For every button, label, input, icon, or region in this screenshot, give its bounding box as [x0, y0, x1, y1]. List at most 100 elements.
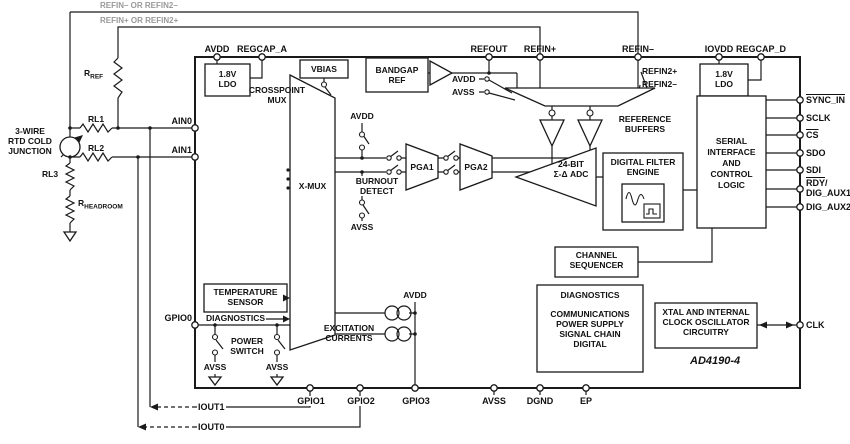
- pin-sclk: [796, 114, 804, 122]
- diagnostics-line2: POWER SUPPLY: [556, 319, 624, 329]
- pin-gpio1: [306, 384, 314, 392]
- pga2-label: PGA2: [464, 162, 488, 172]
- reference-buffer-1: [538, 119, 566, 148]
- xmux-shape: [289, 73, 336, 351]
- pin-label-rdy: RDY/: [806, 178, 828, 188]
- refmux-avdd-label: AVDD: [452, 74, 476, 84]
- excitation-line1: EXCITATION: [323, 323, 375, 333]
- serial-line5: LOGIC: [718, 180, 745, 190]
- filter-line2: ENGINE: [626, 167, 660, 177]
- pin-label-ain1: AIN1: [171, 145, 192, 155]
- external-refin2-plus-label: REFIN+ OR REFIN2+: [100, 16, 179, 25]
- power-switch-line1: POWER: [230, 336, 264, 346]
- serial-line4: CONTROL: [710, 169, 753, 179]
- diagnostics-small-label: DIAGNOSTICS: [206, 313, 266, 323]
- pin-avdd: [213, 53, 221, 61]
- pin-label-avss-bottom: AVSS: [482, 396, 506, 406]
- pin-label-gpio0: GPIO0: [164, 313, 192, 323]
- diagnostics-line1: COMMUNICATIONS: [550, 309, 630, 319]
- pin-label-refin-plus: REFIN+: [523, 44, 557, 54]
- switch2-avss-label: AVSS: [265, 362, 289, 372]
- switch-contacts: [211, 76, 594, 356]
- switch-flippers: [389, 150, 456, 172]
- label-iout0: IOUT0: [197, 422, 226, 432]
- ldo-digital-box: [699, 63, 749, 97]
- burnout-avdd-label: AVDD: [350, 111, 374, 121]
- vbias-label: VBIAS: [311, 64, 337, 74]
- ldo-a-line2: LDO: [218, 79, 237, 89]
- label-rl1: RL1: [88, 114, 105, 124]
- reference-sense-wires: [69, 11, 639, 128]
- pin-clk: [796, 321, 804, 329]
- label-rheadroom: RHEADROOM: [78, 198, 123, 211]
- switches-and-dots: [68, 71, 794, 431]
- pin-label-dig-aux2: DIG_AUX2: [806, 202, 850, 212]
- bandgap-buffer-amp: [429, 59, 454, 87]
- reference-buffer-2: [576, 119, 604, 148]
- pin-dig-aux2: [796, 203, 804, 211]
- label-rl2: RL2: [88, 143, 105, 153]
- xtal-oscillator-box: [654, 302, 758, 349]
- excitation-line2: CURRENTS: [325, 333, 373, 343]
- power-switch-line2: SWITCH: [230, 346, 264, 356]
- component-shapes: [59, 57, 767, 387]
- label-rl3: RL3: [42, 169, 59, 179]
- burnout-line1: BURNOUT: [352, 176, 402, 186]
- pin-gpio3: [411, 384, 419, 392]
- temp-sensor-line1: TEMPERATURE: [213, 287, 278, 297]
- pin-label-refin-minus: REFIN–: [621, 44, 654, 54]
- burnout-avss-label: AVSS: [350, 222, 374, 232]
- digital-pin-wires: [638, 99, 800, 326]
- pin-label-sync-in: SYNC_IN: [806, 95, 846, 105]
- clk-left-arrowhead: [759, 321, 767, 329]
- gpio0-switch-wires: [195, 297, 290, 377]
- pin-refout: [485, 53, 493, 61]
- pin-rdy-dig-aux1: [796, 185, 804, 193]
- diagnostics-line4: DIGITAL: [573, 339, 607, 349]
- vbias-box: [299, 59, 349, 79]
- ground-symbol-headroom: [62, 231, 78, 243]
- diagnostics-box: [536, 284, 644, 373]
- junction-dots: [68, 71, 491, 336]
- burnout-line2: DETECT: [352, 186, 402, 196]
- adc-line2: Σ-Δ ADC: [553, 169, 589, 179]
- pin-iovdd: [715, 53, 723, 61]
- serial-line2: INTERFACE: [707, 147, 756, 157]
- diagnostics-line3: SIGNAL CHAIN: [559, 329, 621, 339]
- clk-right-arrowhead: [786, 321, 794, 329]
- iout1-arrowhead: [150, 403, 158, 411]
- filter-step-box: [643, 203, 661, 219]
- pin-label-cs: CS: [806, 130, 819, 140]
- pin-label-avdd: AVDD: [204, 44, 230, 54]
- ground-symbol-switch2: [269, 376, 285, 387]
- ldo-d-line2: LDO: [715, 79, 733, 89]
- pin-ep: [582, 384, 590, 392]
- pin-refin-plus: [536, 53, 544, 61]
- pin-refin-minus: [634, 53, 642, 61]
- rtd-caption-line2: RTD COLD: [8, 136, 52, 146]
- pin-label-ain0: AIN0: [171, 116, 192, 126]
- filter-step-icon: [646, 208, 657, 215]
- sequencer-line1: CHANNEL: [575, 250, 618, 260]
- temperature-sensor-box: [203, 283, 288, 313]
- pin-circles: [191, 53, 804, 392]
- resistor-rl3: [64, 162, 76, 191]
- excitation-avdd-label: AVDD: [403, 290, 427, 300]
- pga2-shape: [459, 143, 493, 191]
- rtd-caption-line3: JUNCTION: [8, 146, 52, 156]
- serial-line1: SERIAL: [715, 136, 748, 146]
- serial-line3: AND: [722, 158, 741, 168]
- current-source-symbols: [384, 305, 412, 342]
- pin-ain1: [191, 153, 199, 161]
- pin-avss: [490, 384, 498, 392]
- pin-regcap-a: [258, 53, 266, 61]
- filter-line1: DIGITAL FILTER: [610, 157, 676, 167]
- rtd-arrowhead: [74, 135, 83, 143]
- pin-label-regcap-a: REGCAP_A: [236, 44, 287, 54]
- pin-label-sclk: SCLK: [806, 113, 831, 123]
- pin-label-gpio3: GPIO3: [393, 396, 439, 406]
- pga1-shape: [405, 143, 439, 191]
- arrowheads: [74, 135, 794, 431]
